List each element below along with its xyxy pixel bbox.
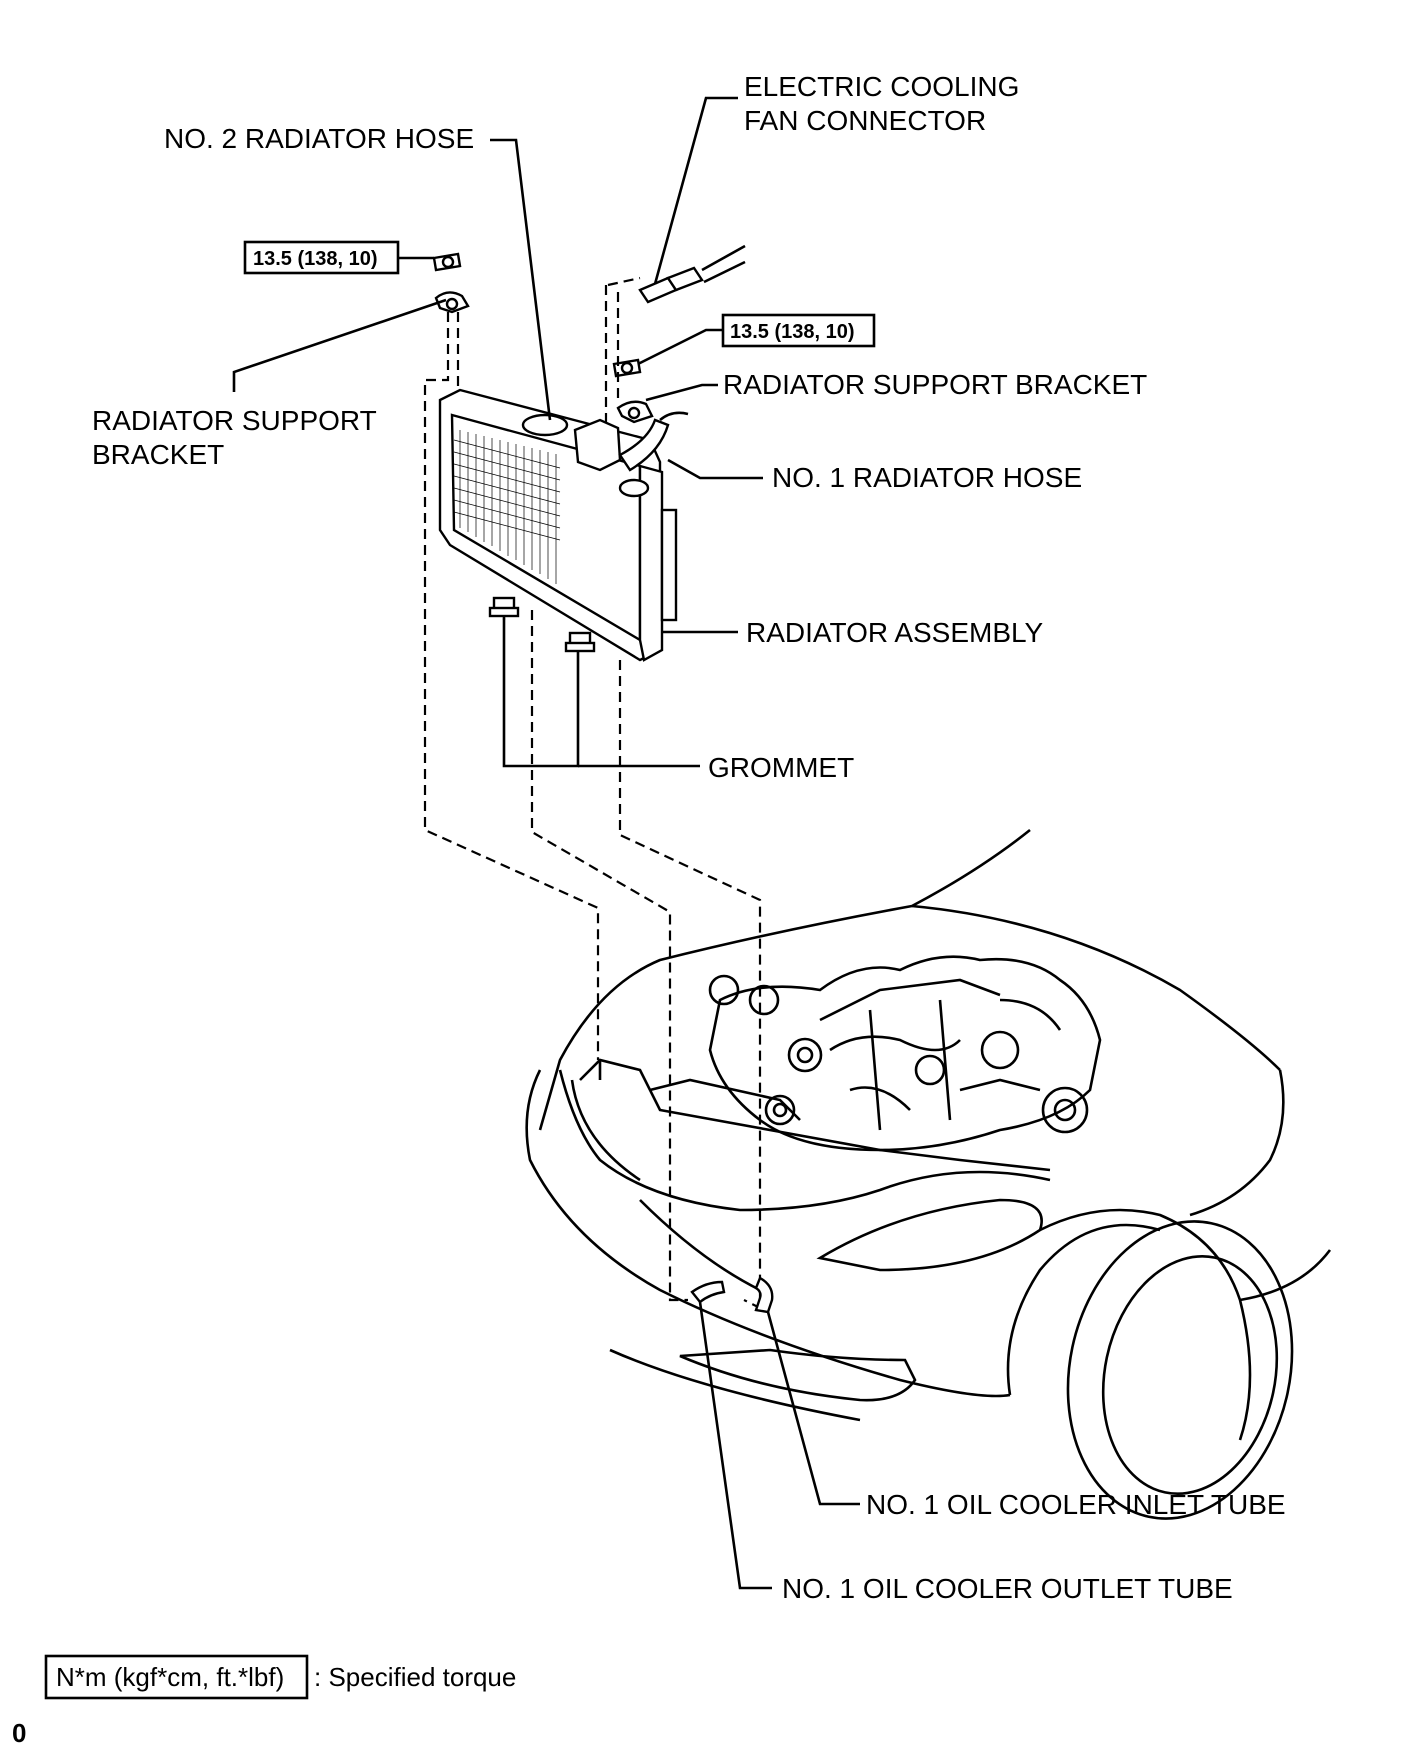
label-no1-radiator-hose: NO. 1 RADIATOR HOSE [772, 462, 1082, 493]
leader-lines [232, 96, 860, 1590]
grommet-left [488, 596, 520, 618]
vehicle-front-drawing [525, 828, 1332, 1520]
torque-value-left: 13.5 (138, 10) [253, 248, 378, 270]
fan-connector-drawing [638, 244, 746, 304]
torque-value-right: 13.5 (138, 10) [730, 321, 855, 343]
label-electric-fan-connector-line1: ELECTRIC COOLING [744, 71, 1019, 102]
legend-description: : Specified torque [314, 1662, 516, 1692]
label-no2-radiator-hose: NO. 2 RADIATOR HOSE [164, 123, 474, 154]
radiator-core-fins [453, 430, 561, 584]
label-radiator-assembly: RADIATOR ASSEMBLY [746, 617, 1044, 648]
label-grommet: GROMMET [708, 752, 854, 783]
engine-bay-drawing [708, 955, 1102, 1152]
label-radiator-support-bracket-right: RADIATOR SUPPORT BRACKET [723, 369, 1147, 400]
label-radiator-support-bracket-left-line1: RADIATOR SUPPORT [92, 405, 377, 436]
alignment-lines [423, 276, 762, 1310]
radiator-assembly-drawing [438, 388, 689, 662]
torque-box-left [243, 240, 400, 275]
label-electric-fan-connector-line2: FAN CONNECTOR [744, 105, 986, 136]
corner-mark: 0 [12, 1718, 26, 1748]
left-support-bracket-nut [432, 252, 470, 314]
torque-legend: N*m (kgf*cm, ft.*lbf) : Specified torque [44, 1654, 516, 1700]
torque-box-right [721, 313, 876, 348]
legend-unit-box [44, 1654, 309, 1700]
label-oil-cooler-inlet-tube: NO. 1 OIL COOLER INLET TUBE [866, 1489, 1286, 1520]
grommet-right [564, 631, 596, 653]
right-support-bracket-nut [612, 358, 654, 424]
oil-cooler-tubes [690, 1276, 774, 1314]
label-radiator-support-bracket-left-line2: BRACKET [92, 439, 224, 470]
label-oil-cooler-outlet-tube: NO. 1 OIL COOLER OUTLET TUBE [782, 1573, 1233, 1604]
legend-unit-text: N*m (kgf*cm, ft.*lbf) [56, 1662, 284, 1692]
